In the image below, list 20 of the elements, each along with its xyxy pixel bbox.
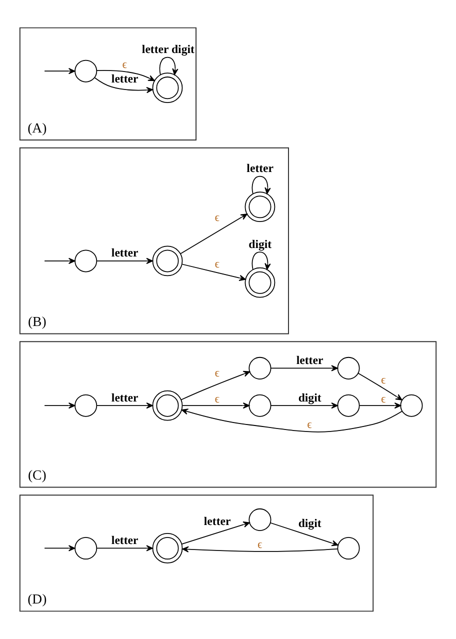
edge-label: letter bbox=[204, 514, 231, 528]
edge-label: ϵ bbox=[380, 372, 386, 387]
edge-label: ϵ bbox=[214, 210, 220, 224]
edge-label: letter bbox=[296, 352, 324, 367]
edge-label: letter bbox=[246, 161, 274, 176]
edge-label: letter bbox=[111, 532, 138, 547]
edge-label: letter digit bbox=[142, 42, 194, 56]
edge-label: digit bbox=[248, 236, 272, 251]
edge-label: ϵ bbox=[214, 256, 220, 270]
edge-label: ϵ bbox=[380, 391, 386, 406]
edge-label: digit bbox=[298, 390, 322, 404]
edge-label: digit bbox=[298, 516, 322, 530]
edge-label: ϵ bbox=[214, 366, 220, 380]
edge-label: ϵ bbox=[307, 416, 312, 431]
edge-label: letter bbox=[111, 390, 138, 404]
edge-label: ϵ bbox=[258, 536, 262, 551]
edge-label: letter bbox=[111, 72, 138, 86]
edge-label: ϵ bbox=[122, 56, 128, 71]
edge-label: ϵ bbox=[214, 391, 220, 406]
edge-label: letter bbox=[111, 246, 138, 260]
